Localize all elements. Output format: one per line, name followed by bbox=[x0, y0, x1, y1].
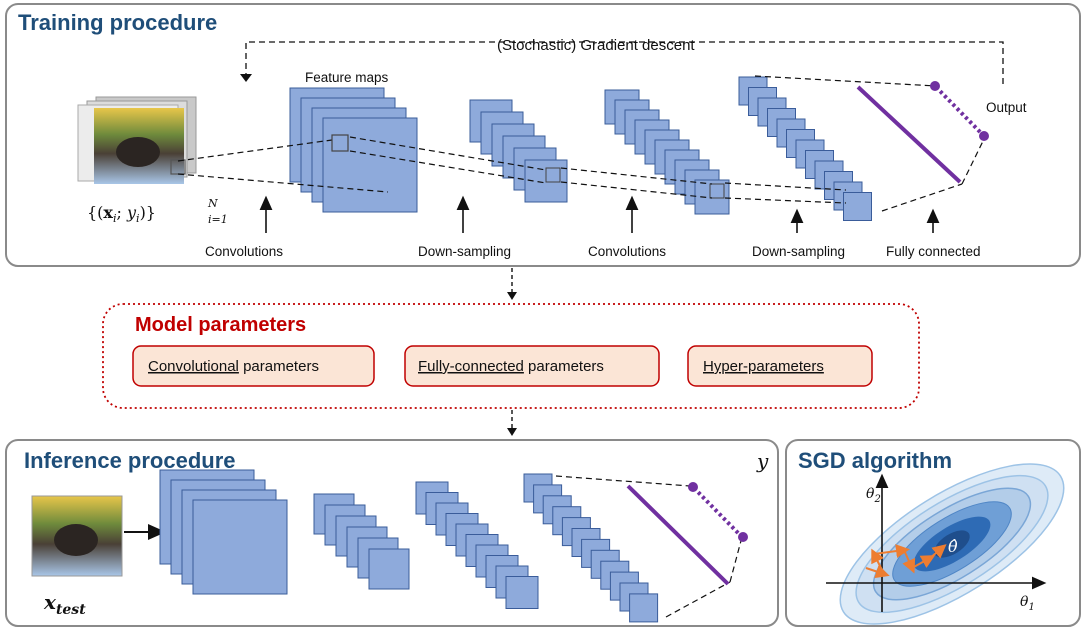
inf-conv1-stack bbox=[159, 469, 288, 595]
training-stage-arrows bbox=[259, 195, 940, 233]
dataset-label: {(xi; yi)} N i=1 bbox=[87, 197, 228, 226]
conv2-stack bbox=[604, 89, 730, 215]
svg-text:Fully-connected parameters: Fully-connected parameters bbox=[418, 358, 604, 375]
stage-label-convolutions-1: Convolutions bbox=[205, 244, 283, 259]
param-hyper: Hyper-parameters bbox=[687, 345, 873, 387]
feature-map-layer bbox=[192, 499, 288, 595]
connector-arrows bbox=[507, 268, 517, 436]
hamster-shape bbox=[116, 137, 160, 167]
svg-text:i=1: i=1 bbox=[208, 213, 228, 226]
conv-kernel-window bbox=[331, 134, 349, 152]
svg-text:Hyper-parameters: Hyper-parameters bbox=[703, 358, 824, 375]
svg-text:Convolutional parameters: Convolutional parameters bbox=[148, 358, 319, 375]
inference-fully-connected bbox=[555, 475, 748, 618]
inference-panel: Inference procedure xtest y bbox=[5, 439, 779, 627]
pool2-stack bbox=[738, 76, 872, 221]
axis-theta2: θ2 bbox=[866, 486, 881, 505]
inference-input-label: xtest bbox=[43, 590, 86, 618]
output-label: Output bbox=[986, 100, 1027, 115]
sgd-steps bbox=[865, 544, 947, 579]
training-panel: Training procedure (Stochastic) Gradient… bbox=[5, 3, 1081, 267]
gradient-descent-label: (Stochastic) Gradient descent bbox=[497, 37, 695, 54]
svg-text:{(xi; yi)}: {(xi; yi)} bbox=[87, 203, 156, 225]
inf-pool2-stack bbox=[523, 473, 659, 623]
training-fully-connected bbox=[856, 81, 989, 184]
training-title: Training procedure bbox=[18, 10, 217, 35]
inference-feature-maps bbox=[159, 469, 659, 623]
stage-label-convolutions-2: Convolutions bbox=[588, 244, 666, 259]
pool-window bbox=[709, 183, 725, 199]
feature-maps-label: Feature maps bbox=[305, 70, 389, 85]
sgd-panel: SGD algorithm θ2 θ1 θ̂ bbox=[785, 439, 1081, 627]
stage-label-fully-connected: Fully connected bbox=[886, 244, 981, 259]
inf-pool1-stack bbox=[313, 493, 410, 590]
training-input-images bbox=[77, 96, 197, 184]
sgd-optimum-label: θ̂ bbox=[948, 537, 958, 556]
inference-output-label: y bbox=[756, 449, 769, 473]
feature-map-layer bbox=[322, 117, 418, 213]
feature-map-layer bbox=[629, 593, 659, 623]
svg-text:N: N bbox=[207, 197, 218, 210]
stage-label-downsampling-1: Down-sampling bbox=[418, 244, 511, 259]
model-parameters-panel: Model parameters Convolutional parameter… bbox=[102, 303, 920, 409]
inf-conv2-stack bbox=[415, 481, 539, 609]
feature-map-layer bbox=[368, 548, 410, 590]
inference-input-image bbox=[31, 495, 123, 577]
param-fully-connected: Fully-connected parameters bbox=[404, 345, 660, 387]
inference-title: Inference procedure bbox=[24, 448, 236, 473]
stage-label-downsampling-2: Down-sampling bbox=[752, 244, 845, 259]
param-convolutional: Convolutional parameters bbox=[132, 345, 375, 387]
axis-theta1: θ1 bbox=[1020, 594, 1035, 613]
gradient-feedback-path bbox=[240, 41, 1004, 84]
sgd-title: SGD algorithm bbox=[798, 448, 952, 473]
training-receptive-field-lines bbox=[177, 75, 986, 212]
model-parameters-title: Model parameters bbox=[135, 314, 306, 336]
pool-window bbox=[545, 167, 561, 183]
feature-map-layer bbox=[843, 192, 872, 221]
feature-map-layer bbox=[505, 576, 539, 609]
sgd-axes bbox=[826, 473, 1047, 612]
pool1-stack bbox=[469, 99, 568, 203]
